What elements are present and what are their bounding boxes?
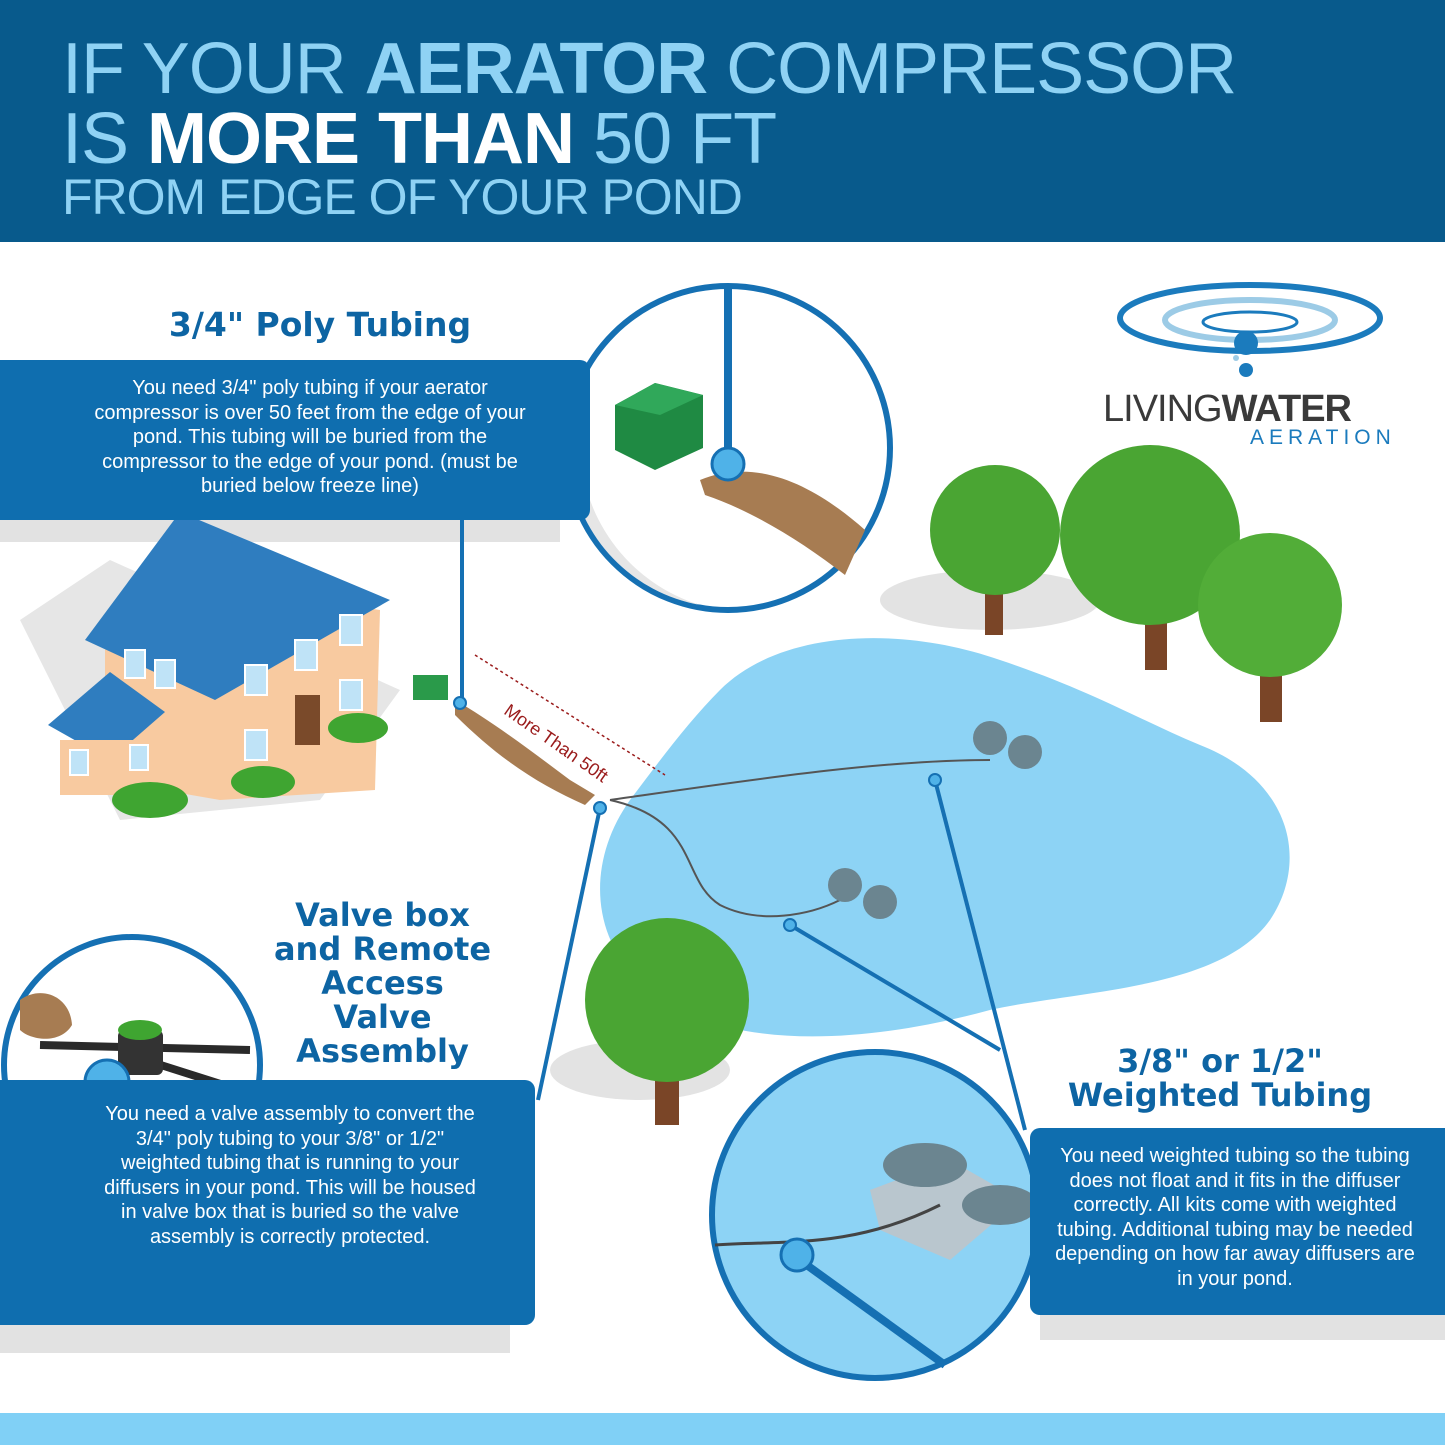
- weighted-tubing-box: You need weighted tubing so the tubing d…: [1030, 1128, 1445, 1315]
- weighted-tubing-lines: [609, 759, 991, 918]
- tree-lower: [550, 918, 749, 1125]
- callout-lines: [460, 520, 1027, 1131]
- poly-tubing-title: 3/4" Poly Tubing: [168, 305, 472, 344]
- compressor-small: [413, 675, 448, 700]
- trench: [455, 700, 595, 805]
- weighted-tubing-title: 3/8" or 1/2"Weighted Tubing: [1067, 1042, 1373, 1114]
- magnifier-diffuser: [709, 1049, 1041, 1381]
- poly-tubing-box: You need 3/4" poly tubing if your aerato…: [0, 360, 590, 520]
- house: [20, 512, 400, 820]
- pond: [600, 638, 1290, 1037]
- logo-subtitle: AERATION: [1250, 426, 1396, 449]
- footer-bar: [0, 1413, 1445, 1445]
- trees-right: [880, 445, 1342, 722]
- logo-wordmark: LIVINGWATER: [1103, 388, 1352, 430]
- diffusers: [828, 721, 1042, 919]
- headline-line-1: IF YOUR AERATOR COMPRESSOR: [62, 29, 1237, 109]
- headline-line-3: FROM EDGE OF YOUR POND: [62, 169, 743, 225]
- logo-icon: [1117, 282, 1383, 377]
- distance-line: [474, 654, 666, 776]
- headline-line-2: IS MORE THAN 50 FT: [62, 99, 777, 179]
- header-banner: IF YOUR AERATOR COMPRESSOR IS MORE THAN …: [0, 0, 1445, 242]
- valve-box: You need a valve assembly to convert the…: [0, 1080, 535, 1325]
- magnifier-compressor: [563, 283, 893, 613]
